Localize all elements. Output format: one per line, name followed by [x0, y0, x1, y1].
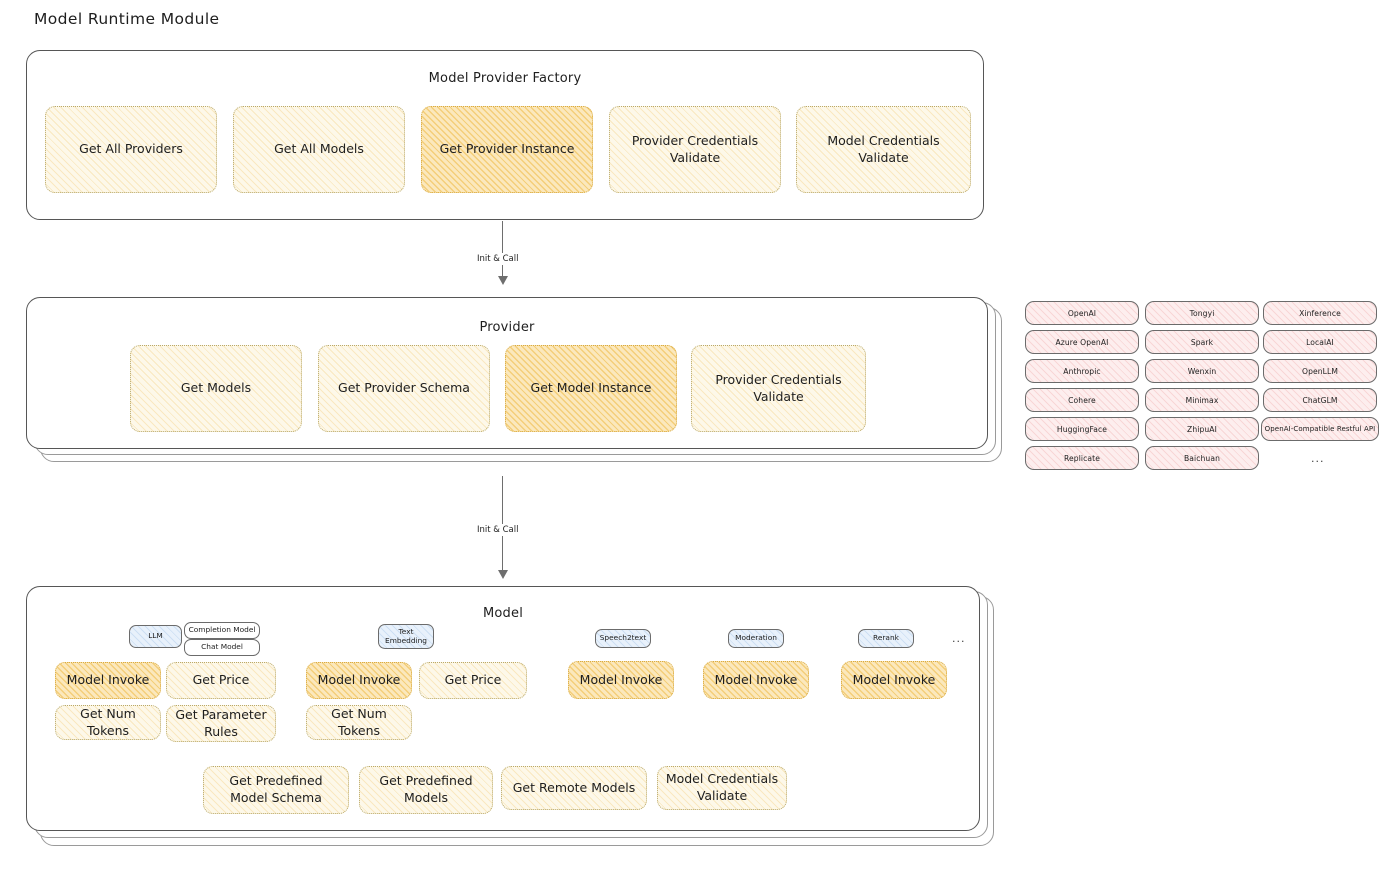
provider-chip-cohere[interactable]: Cohere: [1025, 388, 1139, 412]
provider-chip-baichuan[interactable]: Baichuan: [1145, 446, 1259, 470]
model-type-rerank[interactable]: Rerank: [858, 629, 914, 648]
model-common-op-get-remote-models[interactable]: Get Remote Models: [501, 766, 647, 810]
model-llm-op-model-invoke[interactable]: Model Invoke: [55, 662, 161, 699]
model-common-op-get-predefined-models[interactable]: Get Predefined Models: [359, 766, 493, 814]
factory-op-get-all-models[interactable]: Get All Models: [233, 106, 405, 193]
provider-title: Provider: [479, 320, 535, 335]
factory-op-get-all-providers[interactable]: Get All Providers: [45, 106, 217, 193]
provider-chip-azure-openai[interactable]: Azure OpenAI: [1025, 330, 1139, 354]
model-speech2text-op-model-invoke[interactable]: Model Invoke: [568, 661, 674, 699]
model-text-embedding-op-get-num-tokens[interactable]: Get Num Tokens: [306, 705, 412, 740]
arrow-factory-to-provider-line: [502, 221, 504, 283]
arrow-factory-to-provider-head: [498, 276, 508, 285]
provider-chip-huggingface[interactable]: HuggingFace: [1025, 417, 1139, 441]
provider-chip-localai[interactable]: LocalAI: [1263, 330, 1377, 354]
provider-op-get-provider-schema[interactable]: Get Provider Schema: [318, 345, 490, 432]
model-text-embedding-op-get-price[interactable]: Get Price: [419, 662, 527, 699]
provider-chip-openai-compatible-restful-api[interactable]: OpenAI-Compatible Restful API: [1261, 417, 1379, 441]
provider-chip-xinference[interactable]: Xinference: [1263, 301, 1377, 325]
model-moderation-op-model-invoke[interactable]: Model Invoke: [703, 661, 809, 699]
provider-chip-minimax[interactable]: Minimax: [1145, 388, 1259, 412]
provider-chip-openllm[interactable]: OpenLLM: [1263, 359, 1377, 383]
model-provider-factory-title: Model Provider Factory: [428, 71, 582, 86]
model-llm-op-get-num-tokens[interactable]: Get Num Tokens: [55, 705, 161, 740]
factory-op-get-provider-instance[interactable]: Get Provider Instance: [421, 106, 593, 193]
model-llm-op-get-parameter-rules[interactable]: Get Parameter Rules: [166, 705, 276, 742]
model-type-speech2text[interactable]: Speech2text: [595, 629, 651, 648]
provider-list-more: ...: [1311, 452, 1325, 465]
provider-chip-tongyi[interactable]: Tongyi: [1145, 301, 1259, 325]
factory-op-model-credentials-validate[interactable]: Model Credentials Validate: [796, 106, 971, 193]
provider-chip-anthropic[interactable]: Anthropic: [1025, 359, 1139, 383]
provider-chip-chatglm[interactable]: ChatGLM: [1263, 388, 1377, 412]
model-type-llm-sub-chat-model[interactable]: Chat Model: [184, 639, 260, 656]
arrow-provider-to-model-label: Init & Call: [474, 524, 522, 536]
model-common-op-model-credentials-validate[interactable]: Model Credentials Validate: [657, 766, 787, 810]
provider-chip-zhipuai[interactable]: ZhipuAI: [1145, 417, 1259, 441]
model-type-llm-sub-completion-model[interactable]: Completion Model: [184, 622, 260, 639]
provider-chip-openai[interactable]: OpenAI: [1025, 301, 1139, 325]
model-common-op-get-predefined-model-schema[interactable]: Get Predefined Model Schema: [203, 766, 349, 814]
model-type-llm[interactable]: LLM: [129, 625, 182, 648]
provider-chip-spark[interactable]: Spark: [1145, 330, 1259, 354]
provider-op-get-models[interactable]: Get Models: [130, 345, 302, 432]
arrow-provider-to-model-head: [498, 570, 508, 579]
model-types-more: ...: [952, 632, 966, 645]
factory-op-provider-credentials-validate[interactable]: Provider Credentials Validate: [609, 106, 781, 193]
provider-op-provider-credentials-validate[interactable]: Provider Credentials Validate: [691, 345, 866, 432]
model-text-embedding-op-model-invoke[interactable]: Model Invoke: [306, 662, 412, 699]
arrow-factory-to-provider-label: Init & Call: [474, 253, 522, 265]
model-type-text-embedding[interactable]: Text Embedding: [378, 624, 434, 649]
provider-chip-wenxin[interactable]: Wenxin: [1145, 359, 1259, 383]
model-type-moderation[interactable]: Moderation: [728, 629, 784, 648]
provider-op-get-model-instance[interactable]: Get Model Instance: [505, 345, 677, 432]
page-title: Model Runtime Module: [34, 10, 220, 28]
provider-chip-replicate[interactable]: Replicate: [1025, 446, 1139, 470]
model-title: Model: [482, 606, 524, 621]
model-llm-op-get-price[interactable]: Get Price: [166, 662, 276, 699]
model-rerank-op-model-invoke[interactable]: Model Invoke: [841, 661, 947, 699]
